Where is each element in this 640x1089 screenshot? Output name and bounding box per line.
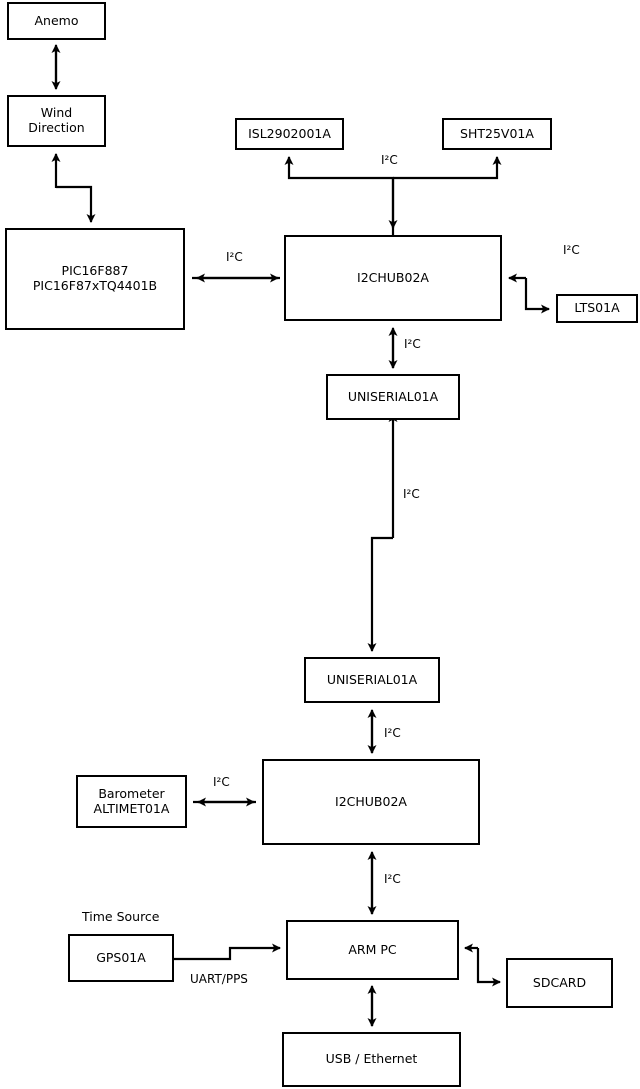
node-usb-ethernet[interactable]: USB / Ethernet xyxy=(282,1032,461,1087)
label-i2c-uniserial-link: I²C xyxy=(403,487,420,501)
node-uniserial01a-top[interactable]: UNISERIAL01A xyxy=(326,374,460,420)
node-anemo[interactable]: Anemo xyxy=(7,2,106,40)
node-gps01a[interactable]: GPS01A xyxy=(68,934,174,982)
label-i2c-hub-uniserial: I²C xyxy=(404,337,421,351)
wire-bus-to-isl xyxy=(284,156,395,235)
node-arm-pc[interactable]: ARM PC xyxy=(286,920,459,980)
label-uart-pps: UART/PPS xyxy=(190,972,248,986)
label-time-source: Time Source xyxy=(82,909,160,924)
wire-bus-to-sht xyxy=(393,156,502,180)
label-i2c-hub2-arm: I²C xyxy=(384,872,401,886)
label-i2c-pic-hub: I²C xyxy=(226,250,243,264)
node-pic-mcu[interactable]: PIC16F887 PIC16F87xTQ4401B xyxy=(5,228,185,330)
node-i2chub02a-top[interactable]: I2CHUB02A xyxy=(284,235,502,321)
label-i2c-sensor-bus: I²C xyxy=(381,153,398,167)
node-isl2902001a[interactable]: ISL2902001A xyxy=(235,118,344,150)
node-uniserial01a-bottom[interactable]: UNISERIAL01A xyxy=(304,657,440,703)
node-i2chub02a-bottom[interactable]: I2CHUB02A xyxy=(262,759,480,845)
wire-gps-to-arm xyxy=(174,943,281,961)
node-barometer-altimet01a[interactable]: Barometer ALTIMET01A xyxy=(76,775,187,828)
label-i2c-uniserial-hub2: I²C xyxy=(384,726,401,740)
wire-link-down xyxy=(367,536,393,652)
label-i2c-lts: I²C xyxy=(563,243,580,257)
node-sht25v01a[interactable]: SHT25V01A xyxy=(442,118,552,150)
node-wind-direction[interactable]: Wind Direction xyxy=(7,95,106,147)
wire-hub-to-lts xyxy=(524,278,550,314)
node-lts01a[interactable]: LTS01A xyxy=(556,294,638,323)
wire-arm-to-sd xyxy=(476,948,501,987)
label-i2c-barometer: I²C xyxy=(213,775,230,789)
node-sdcard[interactable]: SDCARD xyxy=(506,958,613,1008)
wire-wind-to-pic xyxy=(56,185,96,223)
